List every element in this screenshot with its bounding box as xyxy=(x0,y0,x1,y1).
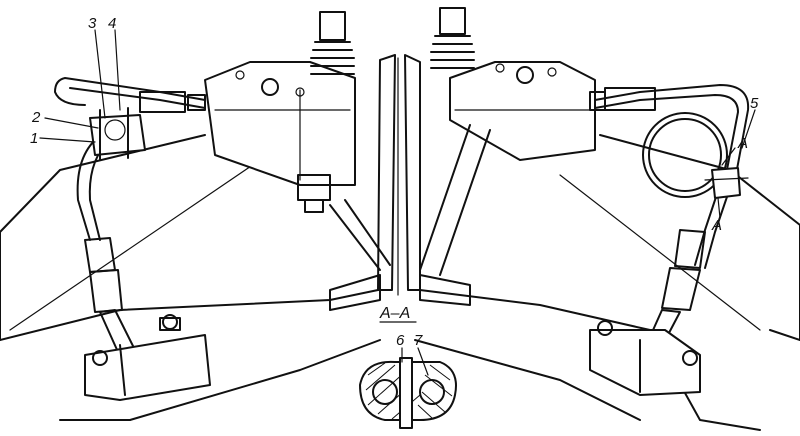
callout-4: 4 xyxy=(108,15,116,32)
right-clamp xyxy=(704,167,749,199)
callout-6: 6 xyxy=(396,332,405,349)
left-fuel-line xyxy=(54,77,206,353)
left-foot-bracket xyxy=(84,314,211,401)
callout-5: 5 xyxy=(750,95,759,112)
right-foot-bracket xyxy=(589,320,701,396)
section-mark-upper: A xyxy=(737,135,748,152)
section-title: A–A xyxy=(379,305,410,322)
section-a-a-detail xyxy=(359,357,457,429)
left-clamp xyxy=(89,107,146,161)
callout-2: 2 xyxy=(31,109,41,126)
callout-1: 1 xyxy=(30,130,38,147)
right-injector-housing xyxy=(419,7,596,276)
section-mark-lower: A xyxy=(711,217,722,234)
left-injector-housing xyxy=(204,11,391,271)
callout-7: 7 xyxy=(414,332,423,349)
leader-lines xyxy=(39,29,756,376)
right-fuel-line xyxy=(589,84,750,351)
center-plates xyxy=(329,54,471,311)
left-body-outline xyxy=(0,134,381,421)
callout-3: 3 xyxy=(88,15,97,32)
